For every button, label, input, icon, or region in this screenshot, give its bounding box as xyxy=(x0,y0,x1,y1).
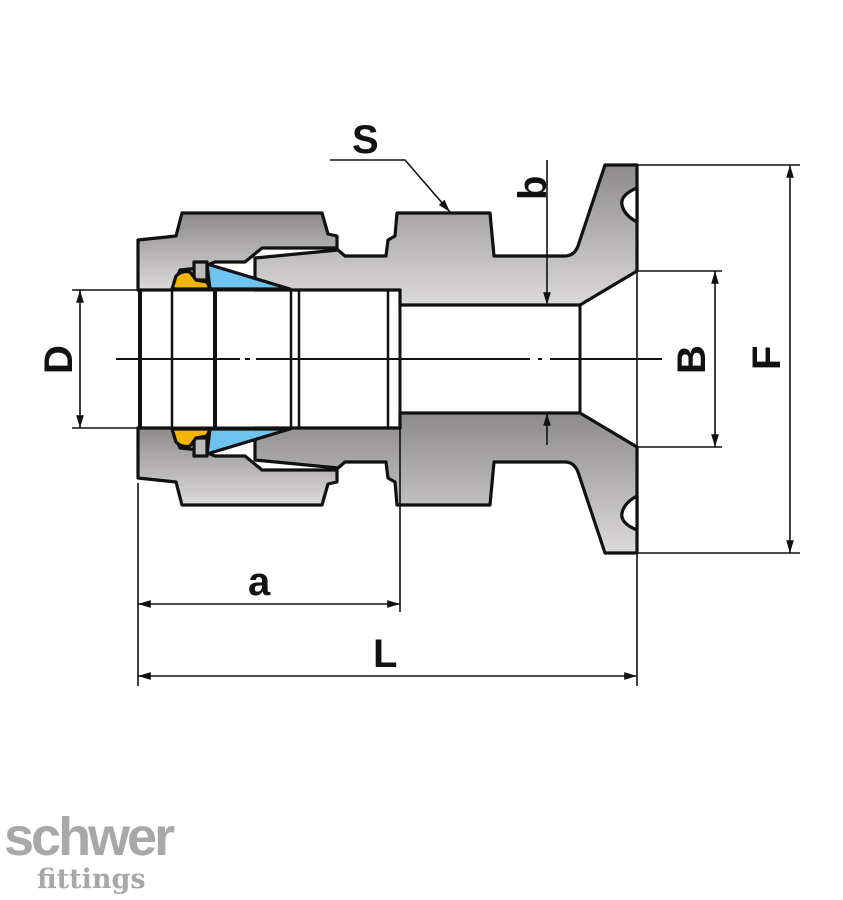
lower-half xyxy=(136,411,639,555)
label-L: L xyxy=(373,632,397,676)
label-S: S xyxy=(352,118,379,162)
label-D: D xyxy=(37,345,81,374)
logo-brand: schwer xyxy=(4,807,175,867)
label-a: a xyxy=(248,560,271,604)
logo: schwer fittings xyxy=(4,807,178,895)
front-ferrule-lower xyxy=(170,427,212,449)
front-ferrule-upper xyxy=(170,269,212,291)
flange-groove-upper xyxy=(620,186,639,224)
body-lower xyxy=(253,411,639,555)
dimension-labels: S b D B F a L xyxy=(37,118,789,676)
label-F: F xyxy=(745,346,789,370)
flange-groove-lower xyxy=(620,494,639,532)
label-B: B xyxy=(670,345,714,374)
body-upper xyxy=(253,163,639,307)
dimension-lines xyxy=(72,159,800,686)
logo-sub: fittings xyxy=(37,864,146,895)
upper-half xyxy=(136,163,639,307)
label-b: b xyxy=(511,176,555,200)
